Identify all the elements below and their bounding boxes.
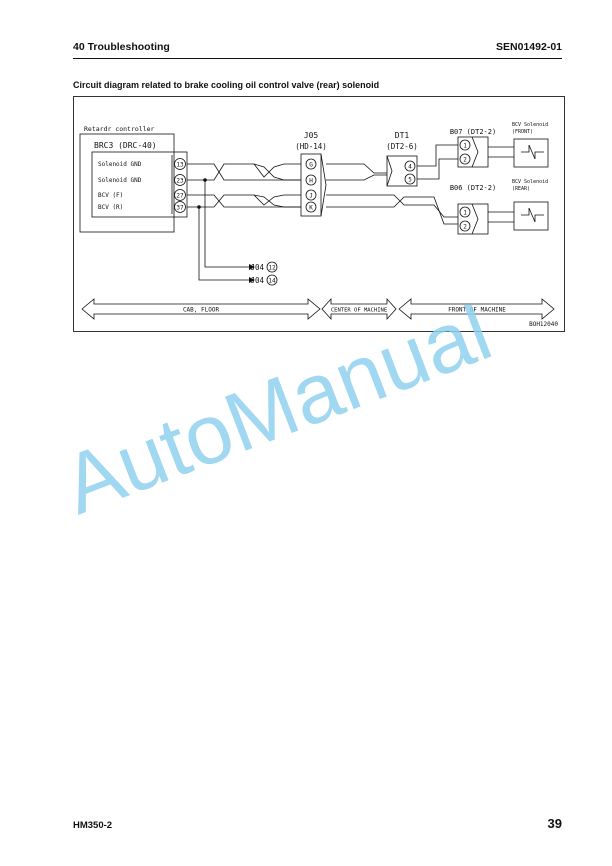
- wire-h-to-dt1: [326, 174, 387, 181]
- brc3-name: BRC3 (DRC-40): [94, 141, 157, 150]
- signal-label-3: BCV (F): [98, 192, 123, 199]
- j05-type: (HD-14): [295, 142, 327, 151]
- pin-circle-b07-2: [459, 153, 471, 165]
- b07-connector: [457, 136, 489, 168]
- watermark-text: AutoManual: [58, 305, 503, 532]
- zone-label-cab: CAB, FLOOR: [183, 307, 220, 314]
- watermark: AutoManual: [51, 283, 578, 555]
- zone-arrow-front: [398, 298, 555, 320]
- zone-label-front: FRONT OF MACHINE: [448, 307, 506, 314]
- j05-mate-mark: [320, 153, 327, 217]
- pin-23: 23: [176, 178, 184, 185]
- wire-j04-12: [204, 180, 249, 268]
- zone-arrow-cab: [81, 298, 321, 320]
- dt1-connector: [386, 155, 418, 187]
- wire-j04-14: [198, 207, 249, 281]
- sol-front-label-1: BCV Solenoid: [512, 122, 548, 128]
- controller-caption: Retardr controller: [84, 125, 155, 133]
- pin-b07-1: 1: [463, 143, 467, 150]
- junction-dot-bcv: [197, 205, 201, 209]
- dt1-type: (DT2-6): [386, 142, 418, 151]
- pin-circle-g: [305, 158, 317, 170]
- b07-mate-mark: [471, 136, 479, 168]
- dt1-name: DT1: [395, 131, 410, 140]
- wire-j05-g: [253, 163, 301, 178]
- pin-13: 13: [176, 162, 184, 169]
- page-number: 39: [547, 816, 562, 831]
- zone-arrow-center: [321, 297, 397, 321]
- pin-circle-h: [305, 174, 317, 186]
- header-rule: [73, 58, 562, 59]
- j05-name: J05: [304, 131, 319, 140]
- j04-a-label: J04: [250, 263, 264, 272]
- wire-g-to-dt1: [326, 163, 387, 174]
- signal-label-2: Solenoid GND: [98, 177, 142, 184]
- pin-circle-b07-1: [459, 139, 471, 151]
- b06-mate-mark: [471, 203, 479, 235]
- front-solenoid-coil: [521, 144, 544, 160]
- pin-circle-37: [174, 201, 186, 213]
- header-section: 40 Troubleshooting: [73, 41, 170, 53]
- pin-b06-1: 1: [463, 210, 467, 217]
- j04-b-label: J04: [250, 276, 264, 285]
- j04-a-pin: 12: [268, 265, 276, 272]
- b06-connector: [457, 203, 489, 235]
- sol-rear-label-1: BCV Solenoid: [512, 179, 548, 185]
- pin-dt1-5: 5: [408, 177, 412, 184]
- pin-k: K: [309, 205, 313, 212]
- wire-gnd13: [187, 163, 301, 181]
- wire-gnd23: [187, 163, 301, 181]
- pin-circle-j04-14: [266, 274, 278, 286]
- wire-bcvf: [187, 194, 301, 208]
- pin-b06-2: 2: [463, 224, 467, 231]
- front-solenoid-body: [513, 138, 549, 168]
- sol-rear-label-2: (REAR): [512, 186, 530, 192]
- zone-label-center: CENTER OF MACHINE: [331, 308, 387, 314]
- pin-circle-j04-12: [266, 261, 278, 273]
- circuit-diagram: Retardr controller BRC3 (DRC-40) Solenoi…: [73, 96, 565, 332]
- junction-dot-gnd: [203, 178, 207, 182]
- rear-solenoid-coil: [521, 207, 544, 223]
- pin-g: G: [309, 162, 313, 169]
- pin-circle-13: [174, 158, 186, 170]
- brc3-connector-body: [91, 151, 188, 218]
- header-doc-code: SEN01492-01: [496, 41, 562, 53]
- rear-solenoid-body: [513, 201, 549, 231]
- pin-b07-2: 2: [463, 157, 467, 164]
- signal-label-1: Solenoid GND: [98, 161, 142, 168]
- pin-circle-23: [174, 174, 186, 186]
- b07-name: B07 (DT2-2): [450, 128, 496, 136]
- controller-outline: [79, 133, 175, 233]
- wire-dt1-to-b07-1: [417, 144, 458, 167]
- j05-connector: [300, 153, 322, 217]
- sol-front-label-2: (FRONT): [512, 129, 533, 135]
- circuit-diagram-svg: Retardr controller BRC3 (DRC-40) Solenoi…: [79, 122, 558, 328]
- arrowhead-j04-14: [249, 277, 255, 283]
- pin-circle-b06-1: [459, 206, 471, 218]
- figure-code: BOH12040: [529, 321, 558, 328]
- signal-label-4: BCV (R): [98, 204, 123, 211]
- wire-j05-j: [253, 194, 301, 206]
- pin-circle-j: [305, 189, 317, 201]
- arrowhead-j04-12: [249, 264, 255, 270]
- footer-model: HM350-2: [73, 820, 113, 831]
- pin-circle-k: [305, 201, 317, 213]
- pin-circle-dt1-4: [404, 160, 416, 172]
- wire-k-to-b06: [326, 196, 458, 225]
- pin-circle-dt1-5: [404, 173, 416, 185]
- pin-37: 37: [176, 205, 184, 212]
- pin-27: 27: [176, 193, 184, 200]
- pin-h: H: [309, 178, 313, 185]
- b06-name: B06 (DT2-2): [450, 184, 496, 192]
- dt1-mate-mark: [386, 155, 393, 187]
- wire-bcvr: [187, 194, 301, 208]
- pin-dt1-4: 4: [408, 164, 412, 171]
- pin-j: J: [309, 193, 313, 200]
- section-title: Circuit diagram related to brake cooling…: [73, 80, 380, 90]
- wire-dt1-to-b07-2: [417, 158, 458, 180]
- wire-j-to-b06: [326, 194, 458, 218]
- pin-circle-b06-2: [459, 220, 471, 232]
- j04-b-pin: 14: [268, 278, 276, 285]
- pin-circle-27: [174, 189, 186, 201]
